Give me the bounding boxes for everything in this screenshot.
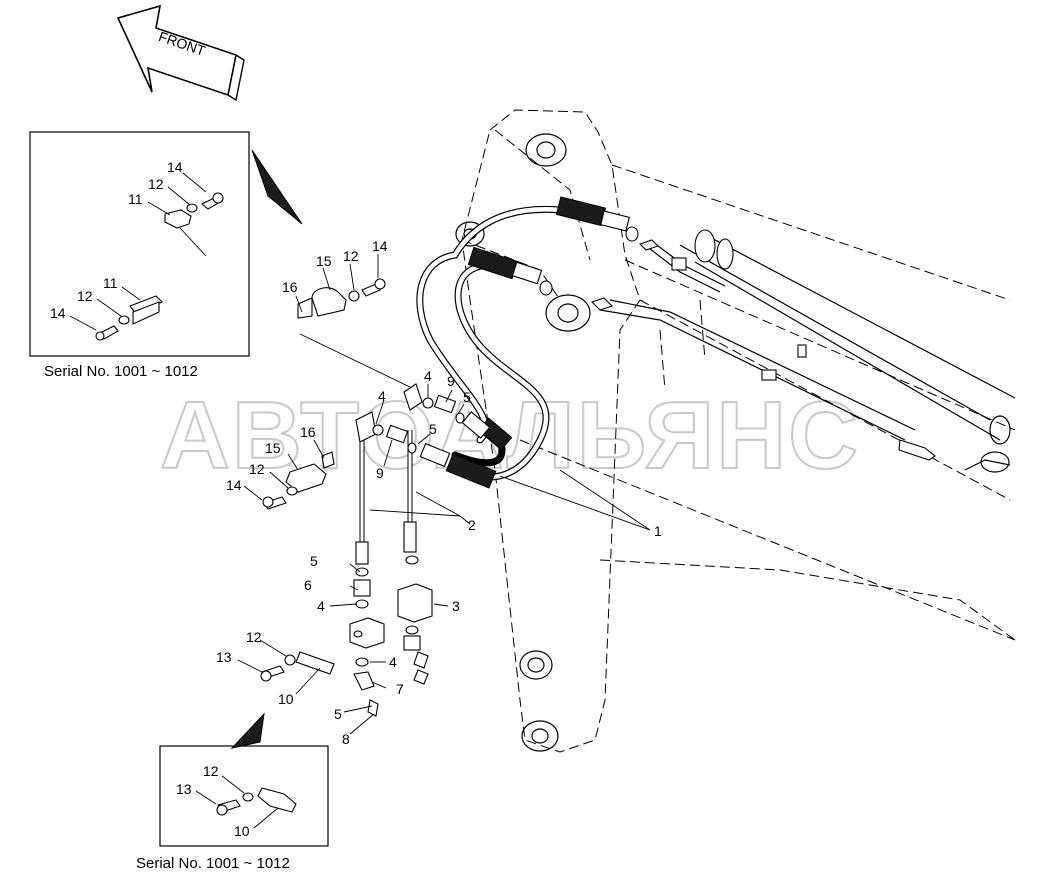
flexible-hoses <box>416 196 639 489</box>
lower-fittings <box>260 555 433 717</box>
callout-12-upper: 12 <box>343 248 359 264</box>
hose-fittings <box>419 196 639 489</box>
inset-bottom-label-12: 12 <box>203 763 219 779</box>
callout-4-c: 4 <box>317 598 325 614</box>
clamp-assembly-lower <box>262 451 335 510</box>
callout-5-d: 5 <box>334 706 342 722</box>
callout-12-c: 12 <box>246 629 262 645</box>
inset-bottom-serial: Serial No. 1001 ~ 1012 <box>136 855 290 872</box>
callout-13: 13 <box>216 649 232 665</box>
inset-top-label-14b: 14 <box>50 305 66 321</box>
callout-15-lower: 15 <box>265 440 281 456</box>
inset-top-label-12: 12 <box>148 176 164 192</box>
callout-8: 8 <box>342 731 350 747</box>
inset-bottom-label-13: 13 <box>176 781 192 797</box>
bottom-inset: 12 13 10 Serial No. 1001 ~ 1012 <box>136 712 329 872</box>
inset-top-label-11b: 11 <box>103 275 118 291</box>
inset-clamp-upper <box>164 192 224 257</box>
front-arrow: FRONT <box>116 4 245 102</box>
inset-clamp-lower <box>95 295 163 341</box>
clamp-assembly-upper <box>297 278 413 389</box>
inset-top-label-11: 11 <box>128 191 143 207</box>
boom-steel-pipes <box>590 239 936 461</box>
callout-4-a: 4 <box>424 368 432 384</box>
boom-outline <box>455 109 1016 753</box>
callout-15-upper: 15 <box>316 253 332 269</box>
callout-10: 10 <box>278 691 294 707</box>
inset-top-label-14: 14 <box>167 159 183 175</box>
callout-7: 7 <box>396 681 404 697</box>
callout-5-b: 5 <box>429 421 437 437</box>
leader-lines <box>237 254 651 735</box>
callout-3: 3 <box>452 598 460 614</box>
callout-5-c: 5 <box>310 553 318 569</box>
upper-fittings <box>372 394 465 454</box>
inset-bottom-label-10: 10 <box>234 823 250 839</box>
callout-16-lower: 16 <box>300 424 316 440</box>
callout-14-lower: 14 <box>226 477 242 493</box>
inset-pointer-bottom <box>230 712 265 749</box>
callout-1: 1 <box>654 523 662 539</box>
callout-9-a: 9 <box>447 373 455 389</box>
callout-4-d: 4 <box>389 654 397 670</box>
callout-5-a: 5 <box>463 389 471 405</box>
callout-14-upper: 14 <box>372 238 388 254</box>
inset-top-serial: Serial No. 1001 ~ 1012 <box>44 363 198 380</box>
callout-labels: 16 15 12 14 4 9 4 5 5 9 16 15 12 14 2 1 … <box>216 238 662 747</box>
callout-6: 6 <box>304 577 312 593</box>
callout-2: 2 <box>468 517 476 533</box>
arm-cylinder <box>679 229 1016 473</box>
inset-top-label-12b: 12 <box>77 288 93 304</box>
inset-pointer-top <box>251 149 303 225</box>
top-inset: 14 12 11 11 12 14 Serial No. 1001 ~ 1012 <box>29 131 303 380</box>
callout-4-b: 4 <box>378 388 386 404</box>
callout-9-b: 9 <box>376 465 384 481</box>
callout-12-lower: 12 <box>249 461 265 477</box>
callout-16-upper: 16 <box>282 279 298 295</box>
